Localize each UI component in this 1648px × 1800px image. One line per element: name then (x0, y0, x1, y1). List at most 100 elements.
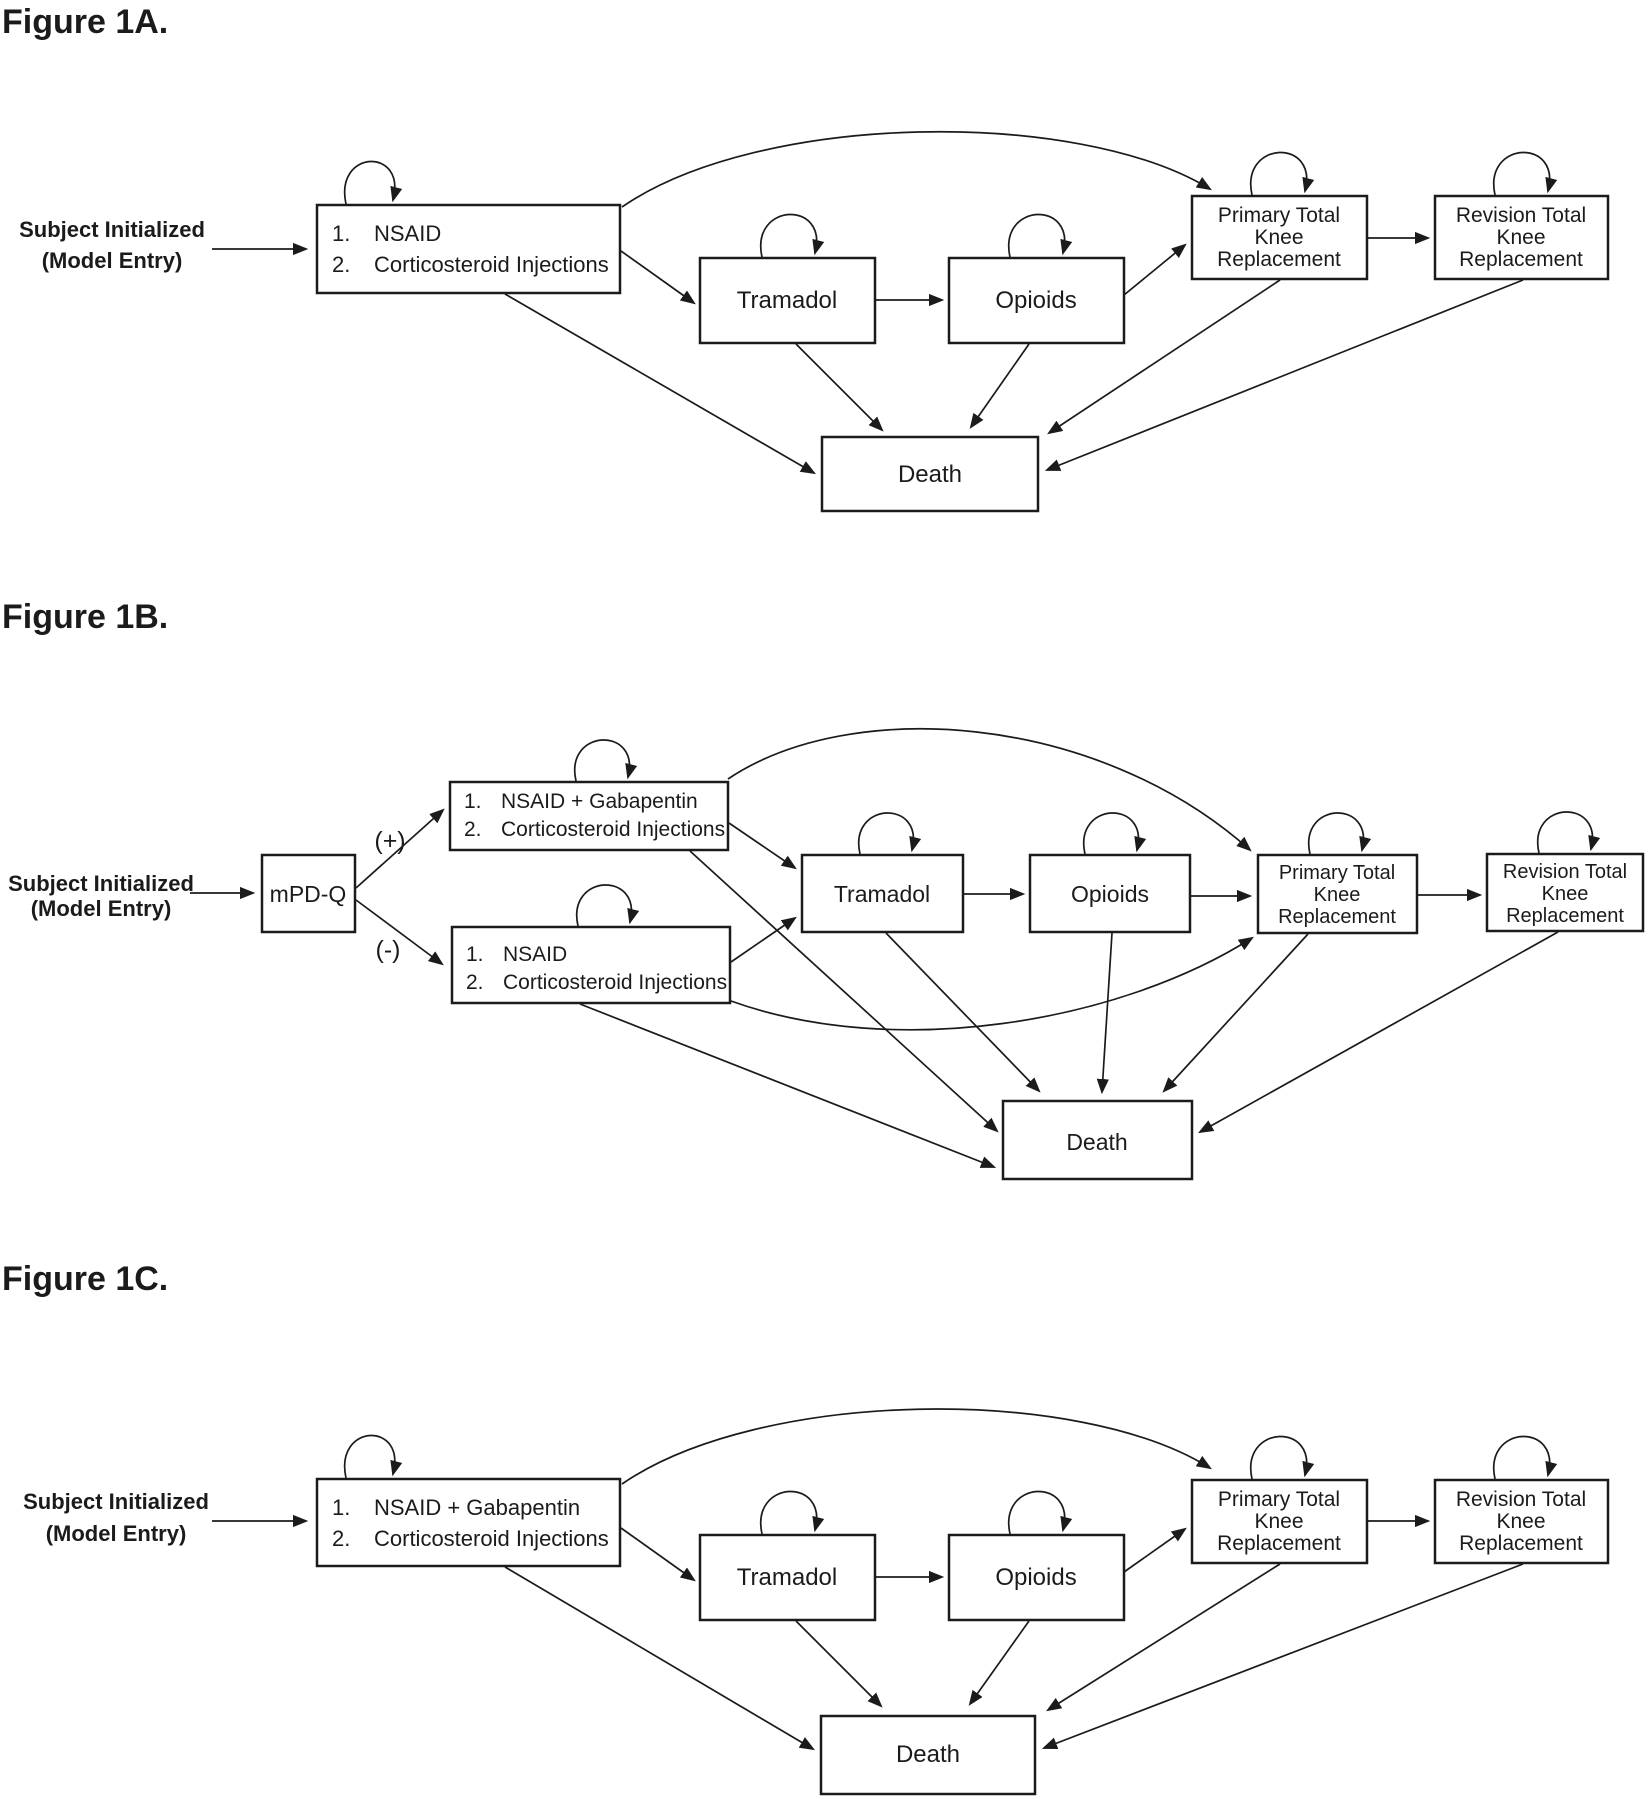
fig1a-initial-item1-num: 1. (332, 221, 350, 246)
fig1b-arrow-tramadol-to-death (885, 932, 1041, 1093)
fig1c-opioids-self-loop (1007, 1490, 1073, 1535)
fig1b-arrow-screener-to-positive (355, 808, 445, 889)
fig1c-state-opioids-box (947, 1533, 1126, 1622)
fig1c-primary-line3: Replacement (1217, 1532, 1341, 1555)
fig1a-revision-line2: Knee (1496, 226, 1545, 249)
fig1c-arrow-primary-to-death (1046, 1563, 1281, 1712)
fig1c-primary-line1: Primary Total (1218, 1488, 1340, 1511)
fig1a-initial-item2-num: 2. (332, 252, 350, 277)
fig1c-death-label: Death (896, 1741, 960, 1768)
fig1c-initial-self-loop (343, 1434, 403, 1479)
fig1a-arrow-initial-to-tramadol (620, 250, 696, 305)
fig1a-state-opioids-box (947, 256, 1126, 345)
fig1b-positive-item1-num: 1. (464, 790, 482, 813)
fig1c-state-death-box (819, 1714, 1037, 1796)
fig1b-opioids-label: Opioids (1071, 881, 1149, 907)
fig1b-death-label: Death (1066, 1129, 1127, 1155)
fig1b-arrow-opioids-to-death (1096, 932, 1113, 1095)
fig1b-arrow-negative-to-primary-curve (730, 936, 1254, 1031)
figure-1c-title: Figure 1C. (2, 1260, 168, 1298)
fig1c-state-tramadol-box (698, 1533, 877, 1622)
fig1b-negative-item2-num: 2. (466, 971, 484, 994)
fig1b-primary-line2: Knee (1314, 884, 1361, 906)
fig1c-arrow-initial-to-death (504, 1566, 815, 1751)
fig1b-arrow-screener-to-negative (355, 899, 444, 966)
fig1b-negative-item1: NSAID (503, 943, 567, 966)
figure-1b-title: Figure 1B. (2, 598, 168, 636)
fig1a-state-revision-tkr-box (1433, 194, 1610, 281)
fig1c-revision-self-loop (1492, 1435, 1558, 1480)
fig1a-state-tramadol-box (698, 256, 877, 345)
fig1a-entry-label-line2: (Model Entry) (42, 248, 183, 273)
fig1c-revision-line3: Replacement (1459, 1532, 1583, 1555)
fig1b-negative-item2: Corticosteroid Injections (503, 971, 727, 994)
fig1c-tramadol-self-loop (759, 1490, 825, 1535)
fig1b-state-positive-initial-box (448, 780, 730, 852)
fig1c-arrow-opioids-to-primary (1123, 1527, 1187, 1573)
fig1b-state-revision-tkr-box (1485, 852, 1645, 933)
fig1c-entry-label-line1: Subject Initialized (23, 1489, 209, 1514)
fig1b-revision-line3: Replacement (1506, 905, 1624, 927)
fig1b-arrow-positive-to-death (689, 850, 999, 1133)
fig1b-state-negative-initial-box (450, 925, 732, 1005)
fig1c-arrow-initial-to-tramadol (620, 1527, 696, 1582)
fig1a-arrow-tramadol-to-death (795, 343, 884, 432)
fig1b-revision-line2: Knee (1542, 883, 1589, 905)
fig1c-arrow-revision-to-death (1041, 1563, 1524, 1750)
fig1b-primary-line1: Primary Total (1279, 862, 1395, 884)
fig1a-state-death-box (820, 435, 1040, 513)
fig1a-arrow-revision-to-death (1044, 279, 1524, 471)
fig1c-state-revision-tkr-box (1433, 1478, 1610, 1565)
fig1b-entry-label-line1: Subject Initialized (8, 871, 194, 896)
fig1a-revision-line3: Replacement (1459, 248, 1583, 271)
fig1a-opioids-self-loop (1007, 213, 1073, 258)
fig1a-primary-line3: Replacement (1217, 248, 1341, 271)
fig1b-revision-self-loop (1536, 811, 1601, 854)
fig1b-state-tramadol-box (800, 853, 965, 934)
fig1b-tramadol-label: Tramadol (834, 881, 930, 907)
fig1b-arrow-positive-to-tramadol (728, 822, 797, 870)
fig1b-opioids-self-loop (1082, 812, 1147, 855)
fig1c-initial-item1-num: 1. (332, 1495, 350, 1520)
fig1a-state-primary-tkr-box (1190, 194, 1369, 281)
fig1b-arrow-negative-to-tramadol (730, 916, 797, 963)
fig1b-state-primary-tkr-box (1256, 853, 1419, 935)
fig1a-arrow-initial-to-death (504, 293, 816, 475)
fig1a-arrow-primary-to-death (1047, 279, 1281, 435)
fig1b-entry-label-line2: (Model Entry) (31, 896, 172, 921)
fig1b-branch-negative-label: (-) (376, 936, 401, 964)
fig1b-screener-label: mPD-Q (270, 881, 347, 907)
fig1b-state-screener-box (260, 853, 357, 934)
fig1b-negative-self-loop (575, 884, 640, 927)
fig1c-initial-item2: Corticosteroid Injections (374, 1526, 609, 1551)
fig1c-arrow-initial-to-primary-curve (621, 1408, 1212, 1485)
fig1a-opioids-label: Opioids (995, 287, 1076, 314)
fig1c-revision-line1: Revision Total (1456, 1488, 1586, 1511)
fig1b-revision-line1: Revision Total (1503, 861, 1627, 883)
fig1a-arrow-opioids-to-death (969, 343, 1030, 429)
fig1c-tramadol-label: Tramadol (737, 1564, 837, 1591)
fig1b-state-death-box (1001, 1099, 1194, 1181)
fig1c-initial-item2-num: 2. (332, 1526, 350, 1551)
fig1b-tramadol-self-loop (857, 812, 922, 855)
fig1c-arrow-tramadol-to-death (795, 1620, 883, 1708)
fig1b-branch-positive-label: (+) (374, 827, 405, 855)
fig1a-initial-item2: Corticosteroid Injections (374, 252, 609, 277)
fig1a-primary-line1: Primary Total (1218, 204, 1340, 227)
fig1a-initial-self-loop (343, 160, 403, 205)
fig1b-arrow-primary-to-death (1162, 933, 1309, 1093)
fig1c-arrow-opioids-to-death (968, 1620, 1030, 1706)
fig1c-primary-self-loop (1249, 1435, 1315, 1480)
fig1b-primary-line3: Replacement (1278, 906, 1396, 928)
fig1a-death-label: Death (898, 461, 962, 488)
fig1a-tramadol-label: Tramadol (737, 287, 837, 314)
fig1a-revision-self-loop (1492, 151, 1558, 196)
fig1a-arrow-opioids-to-primary (1123, 243, 1187, 296)
fig1a-initial-item1: NSAID (374, 221, 441, 246)
figure-1b: Figure 1B. Subject Initialized (Model En… (2, 598, 1645, 1181)
fig1c-state-primary-tkr-box (1190, 1478, 1369, 1565)
figure-1a: Figure 1A. Subject Initialized (Model En… (2, 3, 1610, 513)
fig1a-primary-self-loop (1249, 151, 1315, 196)
